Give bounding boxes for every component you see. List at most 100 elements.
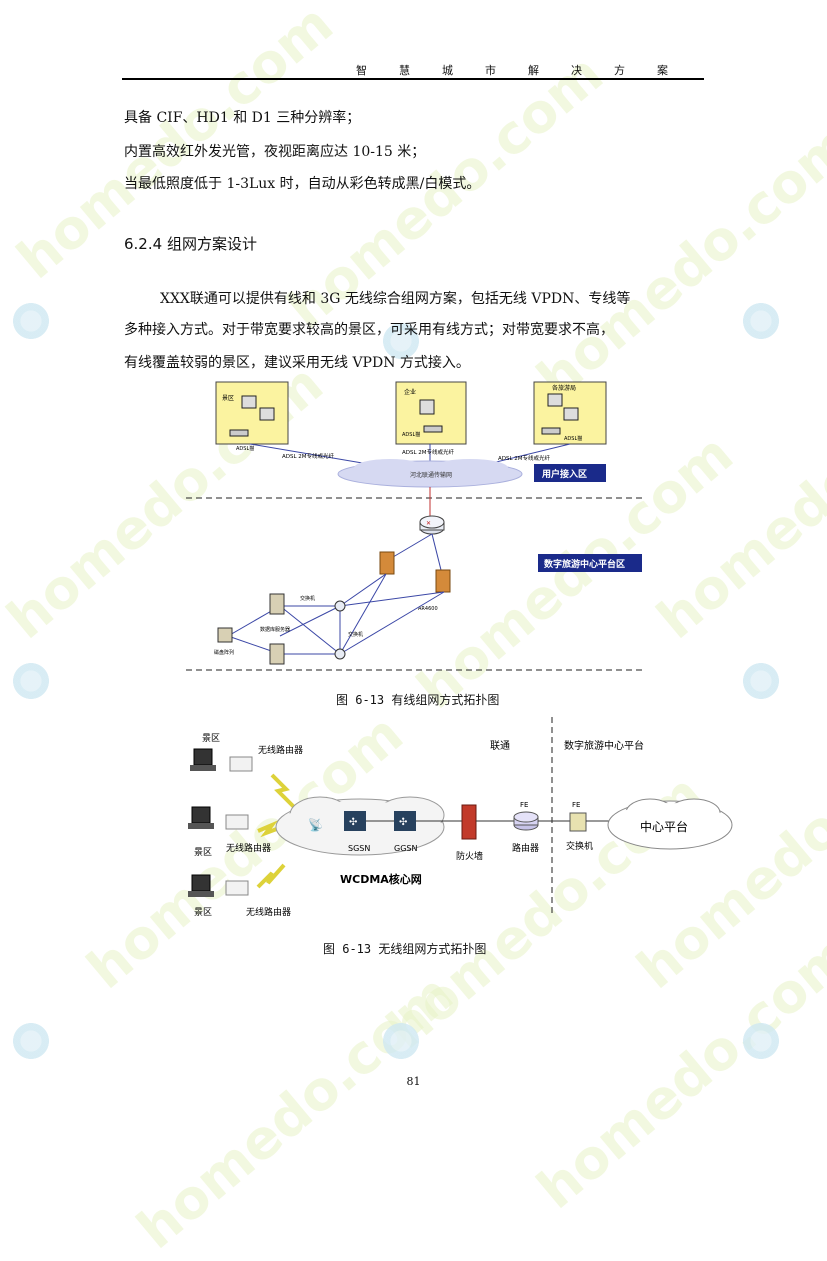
firewall-icon xyxy=(461,804,477,840)
device-label: 无线路由器 xyxy=(246,906,291,918)
wired-topology-diagram: 景区 ADSL猫 企业 ADSL猫 各旅游局 ADSL猫 ADSL 2M专线或光… xyxy=(186,381,646,671)
computer-icon xyxy=(188,891,214,897)
watermark-flower-icon xyxy=(380,1020,422,1062)
zone-label: 数字旅游中心平台 xyxy=(564,739,644,752)
cloud-label: 中心平台 xyxy=(640,819,688,834)
modem-icon xyxy=(541,427,561,435)
storage-icon xyxy=(217,627,233,643)
transport-network-cloud: 河北联通传输网 xyxy=(337,459,523,488)
computer-icon xyxy=(193,748,213,766)
site-label: 景区 xyxy=(194,907,212,918)
wireless-signal-icon xyxy=(257,820,283,838)
antenna-icon: 📡 xyxy=(308,817,323,832)
wireless-topology-diagram: 联通 数字旅游中心平台 景区 无线路由器 景区 无线路由器 景区 无线路由器 📡… xyxy=(188,717,733,918)
router-icon xyxy=(513,811,539,823)
link-line xyxy=(279,605,341,637)
page-number: 81 xyxy=(406,1075,421,1088)
section-title: 组网方案设计 xyxy=(166,235,257,253)
site-box-tourism-bureau: 各旅游局 ADSL猫 xyxy=(533,381,607,445)
link-line xyxy=(249,443,381,467)
link-line xyxy=(279,605,341,655)
sgsn-icon: ✣ xyxy=(349,817,357,828)
watermark: homedo.com xyxy=(525,112,827,411)
ggsn-icon: ✣ xyxy=(399,817,407,828)
watermark: homedo.com xyxy=(525,922,827,1221)
site-label: 景区 xyxy=(222,395,234,402)
cloud-label: WCDMA核心网 xyxy=(340,872,422,886)
computer-icon xyxy=(241,395,257,409)
link-label: ADSL 2M专线或光纤 xyxy=(402,448,455,456)
wireless-signal-icon xyxy=(256,863,286,889)
link-label: ADSL 2M专线或光纤 xyxy=(282,452,335,460)
link-line xyxy=(339,573,387,607)
device-label: 无线路由器 xyxy=(226,842,271,854)
device-label: GGSN xyxy=(394,844,417,853)
paragraph-line: 多种接入方式。对于带宽要求较高的景区，可采用有线方式；对带宽要求不高， xyxy=(124,322,614,338)
computer-icon xyxy=(188,823,214,829)
computer-icon xyxy=(191,874,211,892)
zone-label: 数字旅游中心平台区 xyxy=(544,558,625,570)
link-line xyxy=(339,591,445,655)
paragraph-line: 有线覆盖较弱的景区，建议采用无线 VPDN 方式接入。 xyxy=(124,355,470,371)
site-label: 景区 xyxy=(194,847,212,858)
svg-text:✕: ✕ xyxy=(426,520,431,527)
adsl-label: ADSL猫 xyxy=(402,431,420,438)
firewall-icon xyxy=(379,551,451,593)
wireless-router-icon xyxy=(225,880,249,896)
figure-caption: 图 6-13 有线组网方式拓扑图 xyxy=(336,693,500,707)
page-header: 智慧城市解决方案 xyxy=(122,60,704,80)
zone-label: 用户接入区 xyxy=(541,468,587,480)
link-line xyxy=(387,533,433,561)
watermark-flower-icon xyxy=(380,320,422,362)
sgsn-icon xyxy=(344,811,366,831)
site-label: 企业 xyxy=(404,388,416,396)
computer-icon xyxy=(190,765,216,771)
device-label: 无线路由器 xyxy=(258,744,303,756)
watermark-flower-icon xyxy=(10,300,52,342)
device-label: 交换机 xyxy=(300,595,315,602)
switch-icon xyxy=(334,648,346,660)
watermark-flower-icon xyxy=(740,1020,782,1062)
switch-icon xyxy=(569,812,587,832)
figure-caption: 图 6-13 无线组网方式拓扑图 xyxy=(323,942,487,956)
computer-icon xyxy=(547,393,563,407)
link-line xyxy=(431,533,443,575)
zone-badge-user xyxy=(534,464,606,482)
device-label: 磁盘阵列 xyxy=(214,649,234,656)
wireless-router-icon xyxy=(225,814,249,830)
ggsn-icon xyxy=(394,811,416,831)
device-label: 数据库服务器 xyxy=(260,626,290,633)
watermark: homedo.com xyxy=(125,962,465,1261)
section-heading: 6.2.4 组网方案设计 xyxy=(124,233,257,254)
section-number: 6.2.4 xyxy=(124,235,163,253)
header-title: 智慧城市解决方案 xyxy=(356,64,700,77)
center-platform-cloud xyxy=(607,798,733,850)
computer-icon xyxy=(563,407,579,421)
site-box-scenic: 景区 xyxy=(215,381,289,445)
wireless-signal-icon xyxy=(270,773,296,809)
paragraph-line: XXX联通可以提供有线和 3G 无线综合组网方案，包括无线 VPDN、专线等 xyxy=(160,291,631,307)
watermark-flower-icon xyxy=(10,660,52,702)
site-label: 景区 xyxy=(202,733,220,744)
device-label: 路由器 xyxy=(512,842,539,854)
watermark-flower-icon xyxy=(10,1020,52,1062)
device-label: AR4600 xyxy=(418,606,438,612)
site-box-enterprise: 企业 ADSL猫 xyxy=(395,381,467,445)
link-line xyxy=(339,573,387,655)
server-icon xyxy=(269,593,285,615)
computer-icon xyxy=(419,399,435,415)
cloud-label: 河北联通传输网 xyxy=(410,471,452,479)
core-router-icon: ✕ xyxy=(419,515,445,535)
site-label: 各旅游局 xyxy=(552,384,576,392)
adsl-label: ADSL猫 xyxy=(236,445,254,452)
computer-icon xyxy=(259,407,275,421)
zone-badge-center xyxy=(538,554,642,572)
port-label: FE xyxy=(572,801,580,809)
paragraph-line: 具备 CIF、HD1 和 D1 三种分辨率； xyxy=(124,110,361,126)
link-label: ADSL 2M专线或光纤 xyxy=(498,454,551,462)
watermark: homedo.com xyxy=(645,352,827,651)
watermark-flower-icon xyxy=(740,660,782,702)
wireless-router-icon xyxy=(229,756,253,772)
device-label: 防火墙 xyxy=(456,850,483,862)
watermark-flower-icon xyxy=(740,300,782,342)
